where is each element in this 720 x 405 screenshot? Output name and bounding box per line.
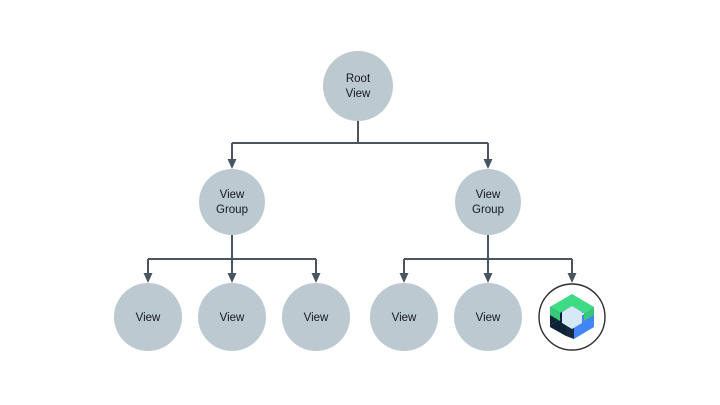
node-root-view-label-line2: View [346,88,371,100]
node-viewgroup-right-circle[interactable] [455,169,521,235]
node-view-3-circle[interactable] [282,283,350,351]
node-view-3-label: View [304,312,329,324]
compose-logo-top-shade [550,307,560,321]
node-view-1[interactable]: View [114,283,182,351]
node-view-2[interactable]: View [198,283,266,351]
jetpack-compose-logo-icon [550,294,594,339]
edge-group-right-children [399,235,577,283]
node-view-5-label: View [476,312,501,324]
arrowhead-view-1 [143,273,153,283]
node-view-5[interactable]: View [454,283,522,351]
node-view-1-circle[interactable] [114,283,182,351]
edge-group-left-children [143,235,321,283]
node-compose-logo[interactable] [538,283,606,351]
compose-logo-top-shade-right [584,307,594,321]
node-root-view[interactable]: Root View [323,51,393,121]
node-viewgroup-left[interactable]: View Group [199,169,265,235]
node-view-1-label: View [136,312,161,324]
node-view-2-label: View [220,312,245,324]
node-viewgroup-right-label-line1: View [476,189,501,201]
node-viewgroup-left-label-line1: View [220,189,245,201]
arrowhead-view-2 [227,273,237,283]
node-view-2-circle[interactable] [198,283,266,351]
node-viewgroup-right-label-line2: Group [472,204,504,216]
node-view-4[interactable]: View [370,283,438,351]
arrowhead-viewgroup-left [227,159,237,169]
compose-logo-top-face [550,294,594,313]
arrowhead-view-5 [483,273,493,283]
arrowhead-view-3 [311,273,321,283]
node-view-4-label: View [392,312,417,324]
compose-logo-center-hexagon [562,306,582,329]
node-view-4-circle[interactable] [370,283,438,351]
node-view-3[interactable]: View [282,283,350,351]
node-viewgroup-right[interactable]: View Group [455,169,521,235]
arrowhead-compose-logo-node [567,273,577,283]
node-viewgroup-left-circle[interactable] [199,169,265,235]
arrowhead-view-4 [399,273,409,283]
node-root-view-label-line1: Root [346,73,371,85]
node-root-view-circle[interactable] [323,51,393,121]
arrowhead-viewgroup-right [483,159,493,169]
edge-group-root-children [227,121,493,169]
node-viewgroup-left-label-line2: Group [216,204,248,216]
node-view-5-circle[interactable] [454,283,522,351]
